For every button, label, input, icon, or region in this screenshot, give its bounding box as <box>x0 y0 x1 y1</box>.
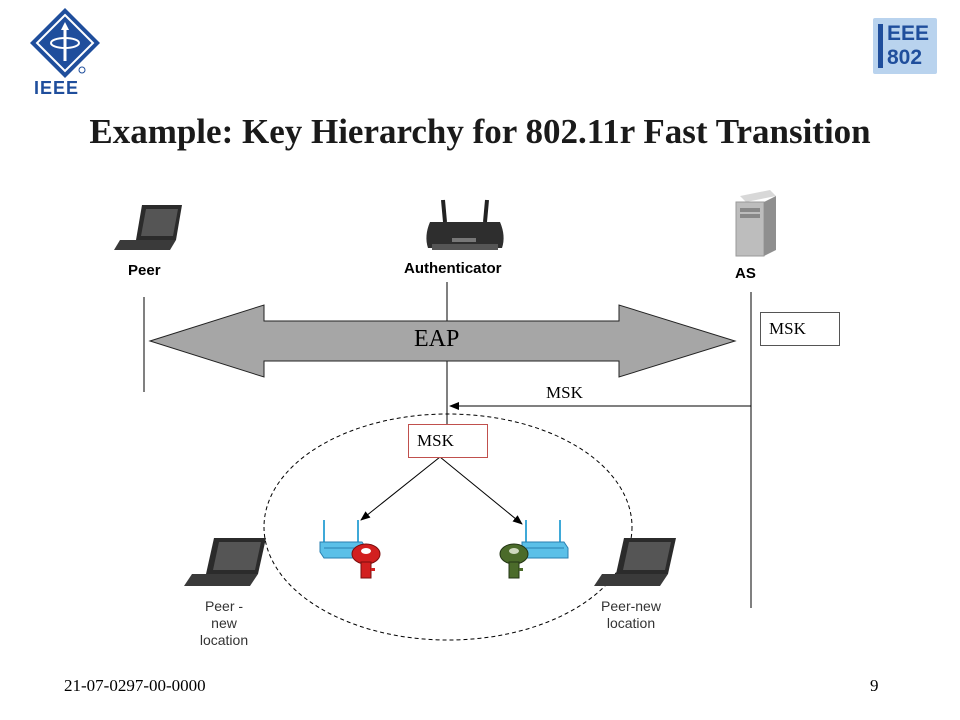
peer-old-location-laptop-icon <box>184 538 266 586</box>
peer-new-location-line1: Peer-new <box>601 598 661 614</box>
peer-new-location-caption: Peer-new location <box>588 598 674 632</box>
access-point-right-icon <box>521 520 569 559</box>
eap-double-arrow <box>148 304 737 378</box>
as-server-icon <box>735 190 776 257</box>
ieee802-line1: EEE <box>887 22 930 45</box>
ieee802-line2: 802 <box>887 46 923 69</box>
footer-page-number: 9 <box>870 676 879 695</box>
authenticator-router-icon <box>426 199 504 250</box>
eap-label: EAP <box>414 326 460 352</box>
red-key-icon <box>351 543 381 579</box>
footer-document-number: 21-07-0297-00-0000 <box>64 676 206 695</box>
green-key-icon <box>499 543 529 579</box>
msk-box-as: MSK <box>760 312 840 346</box>
peer-old-location-caption: Peer - new location <box>186 598 262 649</box>
as-label: AS <box>735 265 756 282</box>
key-arrow-left <box>360 456 441 521</box>
peer-old-location-line3: location <box>199 632 249 648</box>
ieee-logo: IEEE <box>26 6 104 98</box>
authenticator-label: Authenticator <box>404 260 502 277</box>
mobility-domain-ellipse <box>263 413 633 641</box>
peer-old-location-line1: Peer - <box>204 598 244 614</box>
ieee-diamond-icon <box>30 8 100 78</box>
peer-new-location-laptop-icon <box>594 538 676 586</box>
ieee802-logo: EEE 802 <box>873 18 937 74</box>
msk-arrow-label: MSK <box>546 383 583 402</box>
ieee-logo-text: IEEE <box>34 78 80 98</box>
peer-old-location-line2: new <box>211 615 237 631</box>
ieee802-bar <box>878 24 883 68</box>
msk-box-authenticator: MSK <box>408 424 488 458</box>
slide-title: Example: Key Hierarchy for 802.11r Fast … <box>89 112 871 151</box>
peer-label: Peer <box>128 262 161 279</box>
key-arrow-right <box>439 456 523 525</box>
peer-new-location-line2: location <box>606 615 656 631</box>
peer-laptop-icon <box>114 205 182 250</box>
